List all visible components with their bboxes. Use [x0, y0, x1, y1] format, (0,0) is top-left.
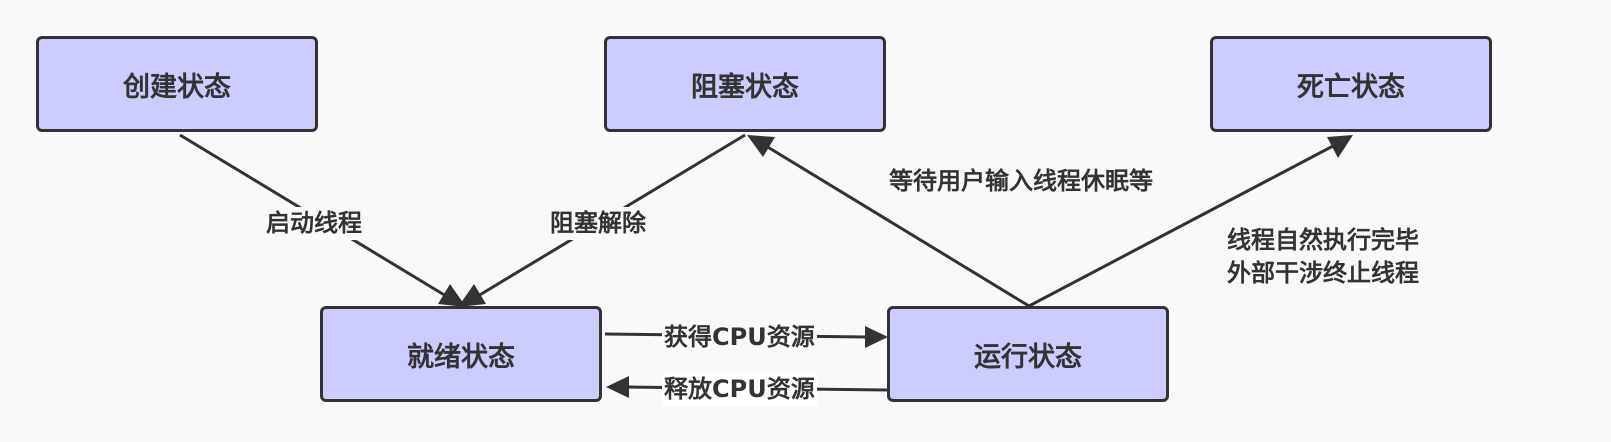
arrowhead-create-to-ready	[438, 284, 466, 307]
edge-running-to-dead	[1028, 144, 1334, 308]
arrowhead-running-to-ready	[606, 376, 629, 398]
edge-label-finish-line2: 外部干涉终止线程	[1227, 259, 1419, 287]
node-running-state: 运行状态	[887, 306, 1169, 402]
node-dead-state: 死亡状态	[1210, 36, 1492, 132]
edge-label-release-cpu: 释放CPU资源	[662, 373, 817, 406]
node-create-label: 创建状态	[123, 71, 231, 103]
node-blocked-state: 阻塞状态	[604, 36, 886, 132]
arrowhead-running-to-dead	[1327, 135, 1353, 158]
edge-label-get-cpu: 获得CPU资源	[662, 321, 817, 354]
arrowhead-ready-to-running	[865, 326, 888, 348]
edge-label-start-thread: 启动线程	[264, 207, 364, 240]
edge-running-to-blocked	[765, 144, 1030, 308]
node-running-label: 运行状态	[974, 341, 1082, 373]
arrowhead-running-to-blocked	[747, 135, 775, 157]
node-ready-label: 就绪状态	[407, 341, 515, 373]
edge-label-unblock: 阻塞解除	[548, 207, 648, 240]
node-ready-state: 就绪状态	[320, 306, 602, 402]
arrowhead-blocked-to-ready	[458, 284, 486, 307]
node-create-state: 创建状态	[36, 36, 318, 132]
node-dead-label: 死亡状态	[1297, 71, 1405, 103]
edge-label-finish-line1: 线程自然执行完毕	[1227, 226, 1419, 254]
edge-label-wait-input: 等待用户输入线程休眠等	[889, 167, 1153, 195]
node-blocked-label: 阻塞状态	[691, 71, 799, 103]
